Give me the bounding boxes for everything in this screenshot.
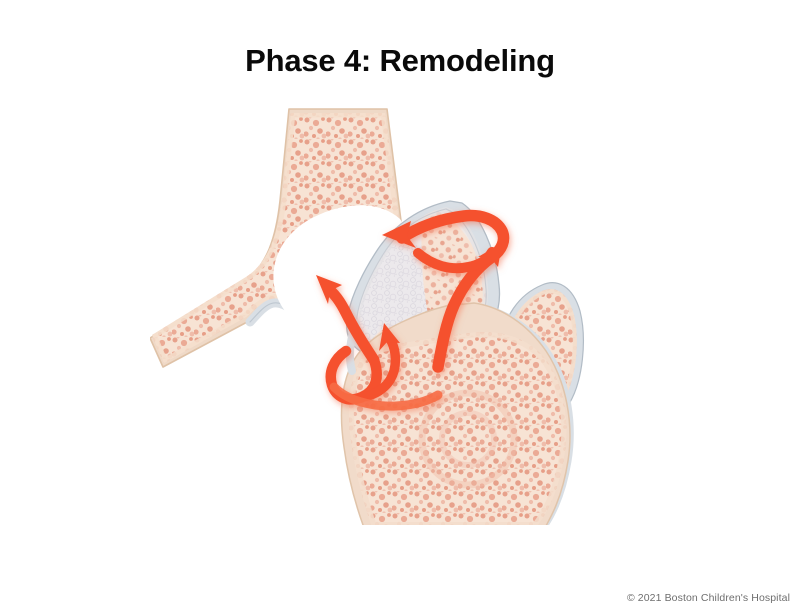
remodeling-arrows xyxy=(316,209,510,411)
arrow-superior-branch-head xyxy=(478,243,502,267)
arrow-inferior xyxy=(316,275,443,411)
hip-joint-illustration xyxy=(150,95,650,525)
arrow-inferior-head xyxy=(316,275,342,304)
femoral-shaft xyxy=(340,302,574,525)
arrow-inferior-flare xyxy=(329,382,443,411)
arrow-superior-branch xyxy=(413,247,497,274)
copyright-notice: © 2021 Boston Children's Hospital xyxy=(626,592,790,604)
page-title: Phase 4: Remodeling xyxy=(245,43,555,78)
hip-joint-diagram xyxy=(150,108,584,525)
arrow-inferior-branch xyxy=(357,334,401,402)
arrow-superior-head xyxy=(382,221,416,248)
arrow-superior-shaft xyxy=(396,209,510,373)
arrow-inferior-shaft xyxy=(322,283,380,366)
femur-trabecular-bone xyxy=(349,332,567,525)
arrow-superior xyxy=(382,209,510,373)
arrow-inferior-branch-head xyxy=(379,323,400,351)
